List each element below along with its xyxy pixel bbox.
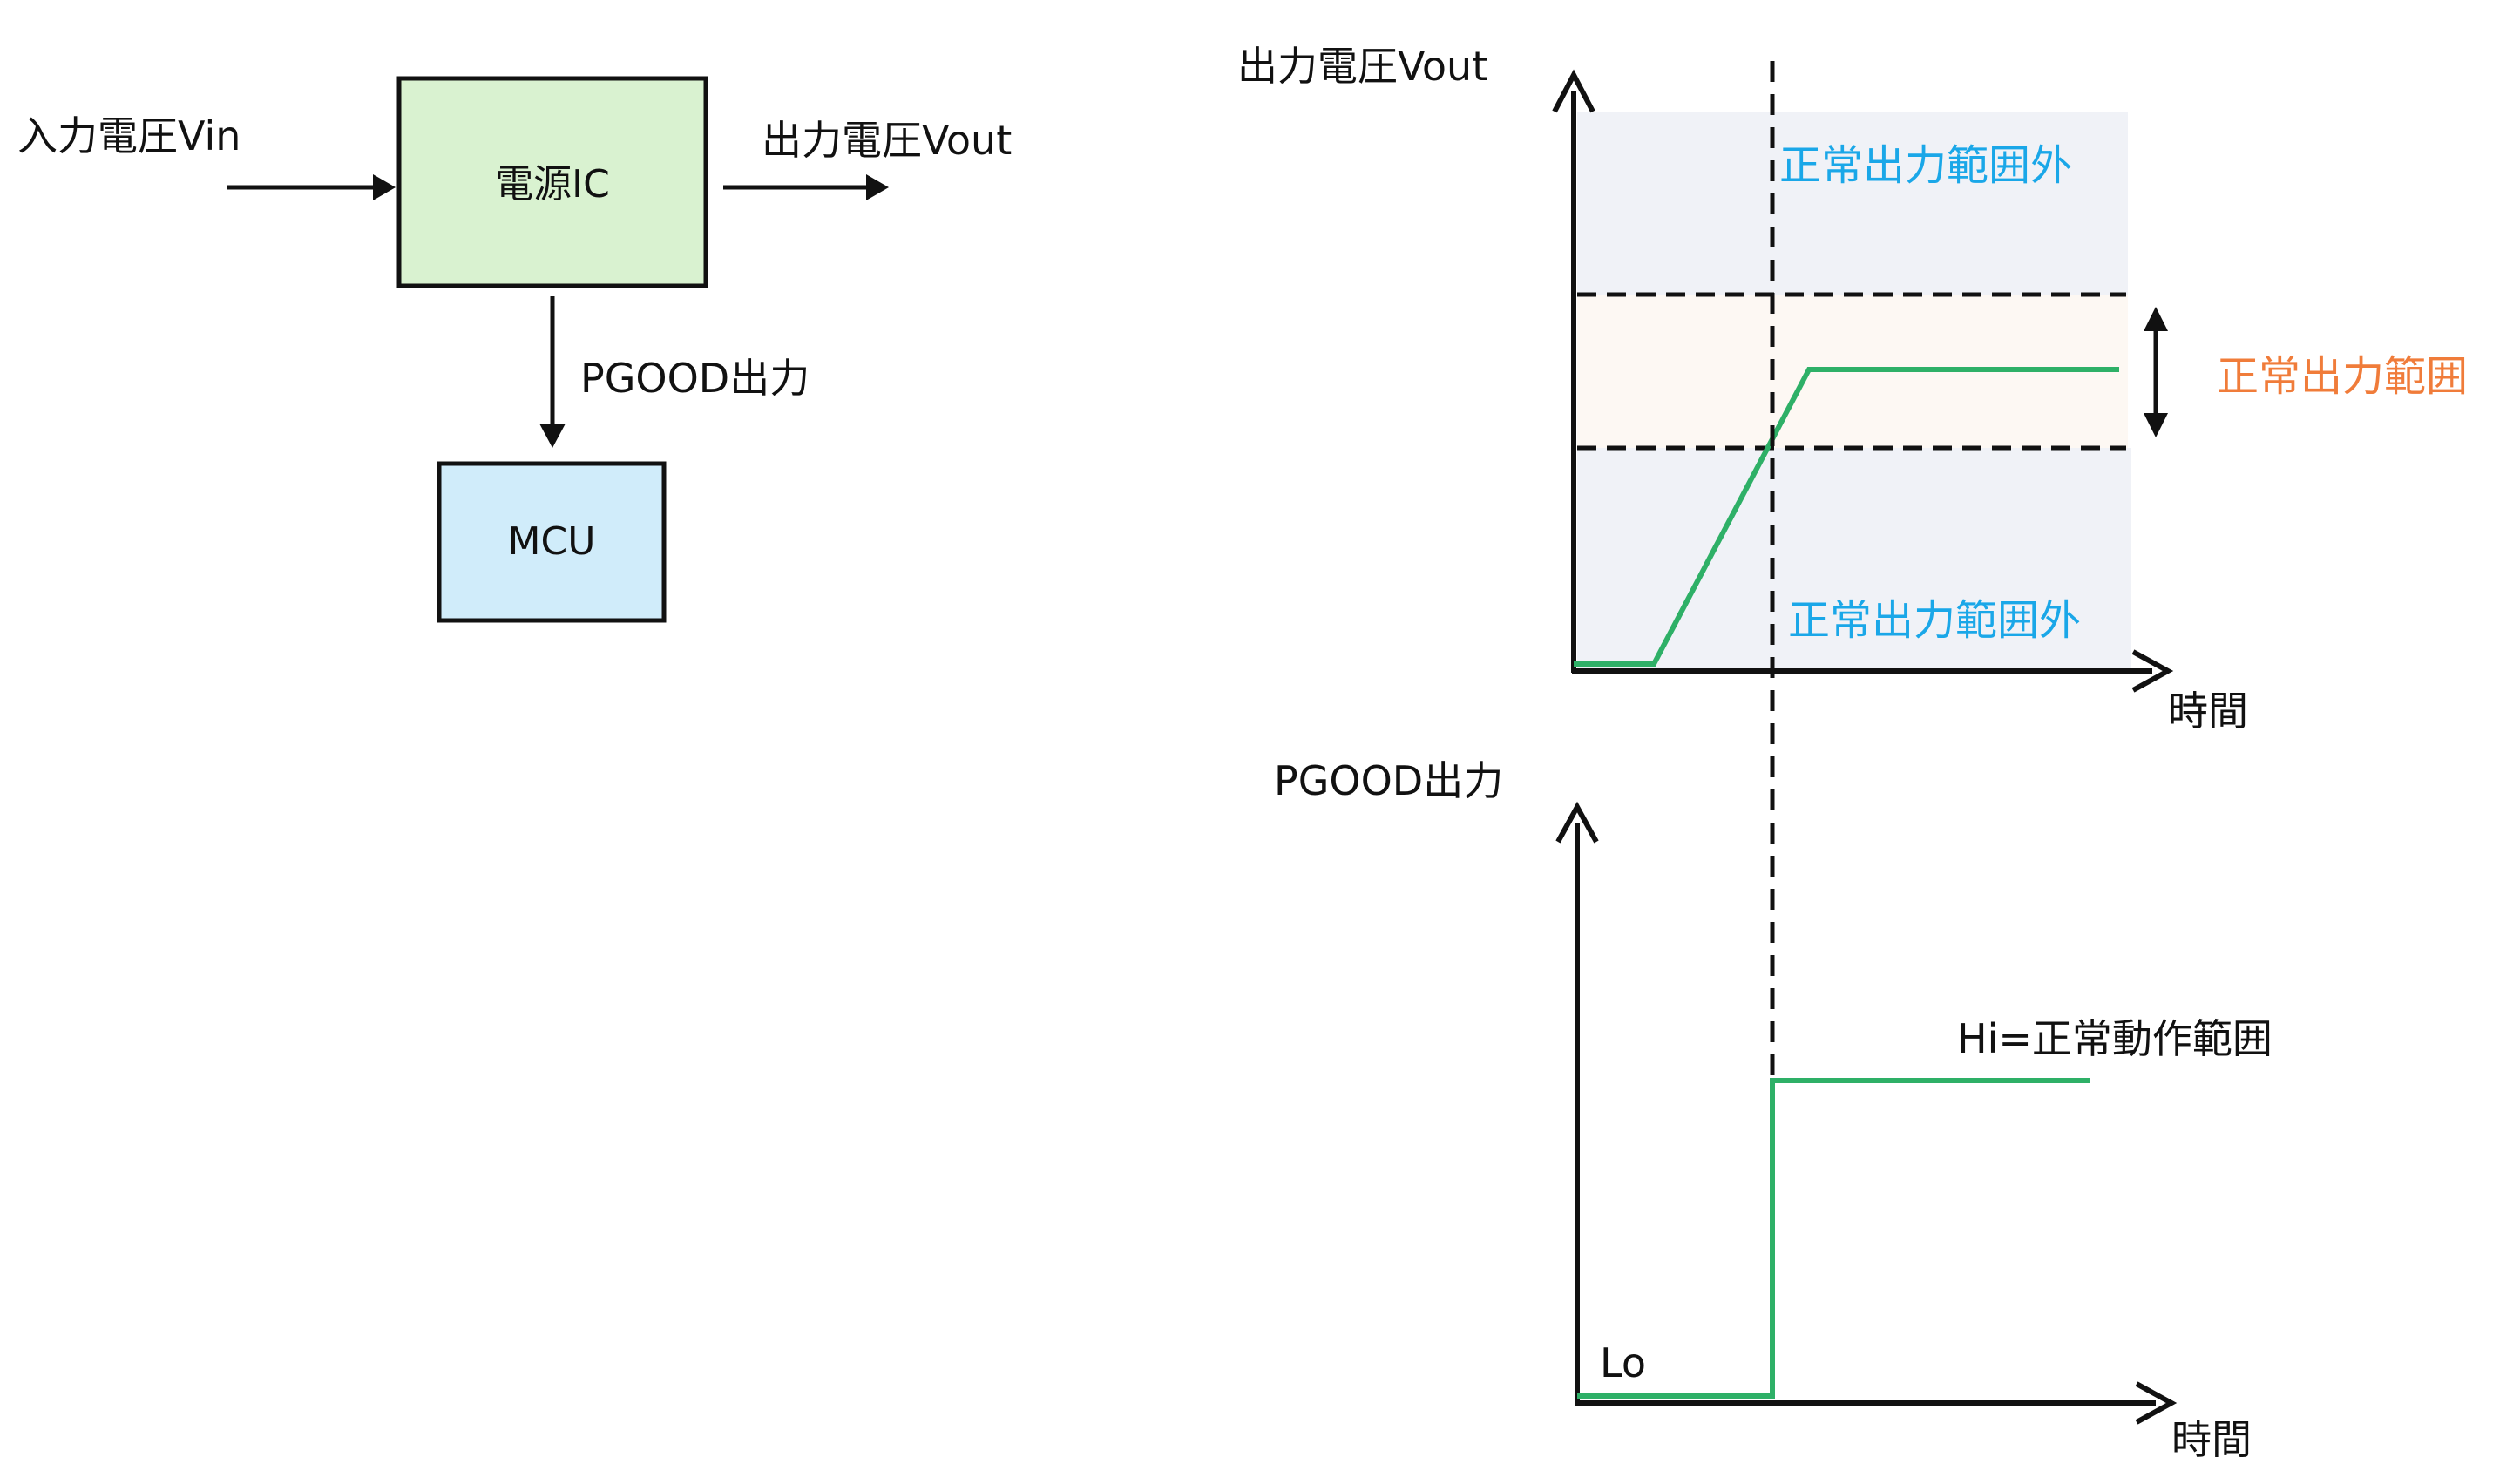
upper-out-of-range-label: 正常出力範囲外: [1779, 141, 2072, 190]
power-ic-box: 電源IC: [396, 76, 708, 288]
pgood-hi-label: Hi=正常動作範囲: [1957, 1015, 2273, 1062]
pgood-chart: PGOOD出力 時間 Hi=正常動作範囲 Lo: [1274, 757, 2273, 1463]
mcu-label: MCU: [508, 519, 596, 564]
pgood-lo-label: Lo: [1600, 1339, 1646, 1386]
pgood-arrow: [539, 296, 566, 448]
upper-out-of-range-band: [1577, 112, 2128, 295]
vout-y-axis-label: 出力電圧Vout: [1237, 43, 1487, 90]
vout-chart: 出力電圧Vout 時間 正常出力範囲外 正常出力範囲外 正常出力範囲: [1237, 43, 2468, 735]
vout-x-axis-label: 時間: [2168, 688, 2248, 735]
vout-waveform: [1574, 367, 2119, 667]
pgood-waveform: [1577, 1078, 2090, 1399]
pgood-y-axis-label: PGOOD出力: [1274, 757, 1503, 804]
normal-range-label: 正常出力範囲: [2217, 352, 2468, 401]
lower-out-of-range-label: 正常出力範囲外: [1788, 596, 2081, 645]
vout-x-axis: [1572, 649, 2174, 693]
pgood-x-axis: [1575, 1381, 2178, 1425]
input-arrow: [227, 174, 396, 200]
mcu-box: MCU: [437, 461, 667, 623]
normal-range-double-arrow: [2144, 307, 2168, 437]
vout-y-axis: [1552, 69, 1595, 673]
input-voltage-label: 入力電圧Vin: [17, 112, 240, 159]
output-voltage-label: 出力電圧Vout: [762, 117, 1012, 164]
output-arrow: [723, 174, 889, 200]
pgood-x-axis-label: 時間: [2171, 1416, 2252, 1463]
pgood-output-label: PGOOD出力: [580, 355, 810, 402]
power-ic-label: 電源IC: [495, 162, 610, 207]
pgood-y-axis: [1555, 801, 1599, 1405]
block-diagram: 入力電圧Vin 電源IC 出力電圧Vout PGOOD出力 MCU: [17, 76, 1012, 623]
